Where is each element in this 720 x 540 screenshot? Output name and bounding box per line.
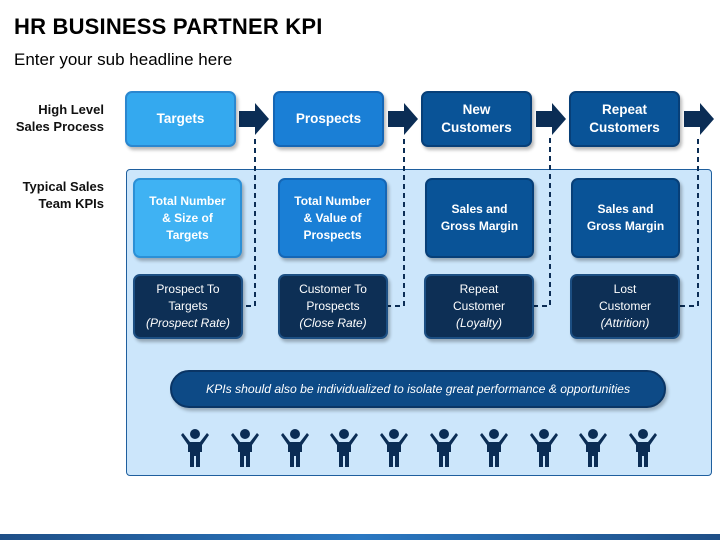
kpi-label: Gross Margin xyxy=(586,219,665,233)
row-label-line: Team KPIs xyxy=(38,196,104,211)
rate-metric-text: (Loyalty) xyxy=(455,316,502,330)
person-icon xyxy=(430,429,458,467)
arrow-right-icon xyxy=(536,103,566,135)
kpi-targets: Total Number & Size of Targets xyxy=(133,178,242,258)
stage-label: Customers xyxy=(589,120,660,135)
rate-label: Lost xyxy=(613,282,637,296)
kpi-label: Sales and xyxy=(597,202,654,216)
person-icon xyxy=(579,429,608,467)
stage-prospects: Prospects xyxy=(273,91,384,147)
stage-label: Repeat xyxy=(601,102,647,117)
row-label-line: Sales Process xyxy=(15,119,104,134)
kpi-label: Total Number xyxy=(149,193,226,208)
row-label-high-level: High Level Sales Process xyxy=(0,101,104,135)
kpi-label: Sales and xyxy=(451,202,508,216)
bottom-bar xyxy=(0,534,720,540)
kpi-label: Gross Margin xyxy=(440,219,519,233)
rate-prospect: Prospect To Targets (Prospect Rate) xyxy=(133,274,243,339)
stage-targets: Targets xyxy=(125,91,236,147)
kpi-label: & Value of xyxy=(303,210,362,225)
rate-loyalty: Repeat Customer (Loyalty) xyxy=(424,274,534,339)
connector-3 xyxy=(533,136,551,307)
row-label-typical-kpis: Typical Sales Team KPIs xyxy=(0,178,104,212)
kpi-label: & Size of xyxy=(162,210,213,225)
connector-4 xyxy=(680,136,699,307)
stage-label: Prospects xyxy=(295,111,362,126)
stage-new-customers: New Customers xyxy=(421,91,532,147)
row-label-line: Typical Sales xyxy=(22,179,104,194)
person-icon xyxy=(330,429,359,467)
kpi-new-customers: Sales and Gross Margin xyxy=(425,178,534,258)
person-icon xyxy=(380,429,409,467)
rate-label: Targets xyxy=(168,299,208,313)
rate-label: Prospects xyxy=(306,299,360,313)
stage-repeat-customers: Repeat Customers xyxy=(569,91,680,147)
arrow-right-icon xyxy=(388,103,418,135)
rate-metric-text: (Close Rate) xyxy=(299,316,367,330)
rate-label: Customer xyxy=(452,299,505,313)
kpi-note: KPIs should also be individualized to is… xyxy=(170,370,666,408)
person-icon xyxy=(230,429,259,467)
rate-attrition: Lost Customer (Attrition) xyxy=(570,274,680,339)
row-label-line: High Level xyxy=(38,102,104,117)
person-icon xyxy=(280,429,309,467)
page-title: HR BUSINESS PARTNER KPI xyxy=(14,14,323,39)
rate-label: Customer To xyxy=(299,282,367,296)
arrow-right-icon xyxy=(684,103,714,135)
rate-label: Repeat xyxy=(459,282,499,296)
rate-metric-text: (Attrition) xyxy=(600,316,650,330)
rate-label: Customer xyxy=(598,299,651,313)
person-icon xyxy=(629,429,658,467)
rate-metric-text: (Prospect Rate) xyxy=(145,316,231,330)
stage-label: Targets xyxy=(156,111,205,126)
connector-2 xyxy=(386,136,405,307)
rate-metric: (Loyalty) xyxy=(453,315,505,332)
kpi-label: Prospects xyxy=(303,227,362,242)
rate-metric: (Prospect Rate) xyxy=(146,315,230,332)
kpi-label: Total Number xyxy=(294,193,371,208)
arrow-right-icon xyxy=(239,103,269,135)
stage-label: New xyxy=(462,102,491,117)
kpi-repeat-customers: Sales and Gross Margin xyxy=(571,178,680,258)
connector-1 xyxy=(237,136,256,307)
person-icon xyxy=(529,429,558,467)
stage-label: Customers xyxy=(441,120,512,135)
person-icon xyxy=(479,429,508,467)
kpi-prospects: Total Number & Value of Prospects xyxy=(278,178,387,258)
kpi-label: Targets xyxy=(166,227,209,242)
page-subtitle: Enter your sub headline here xyxy=(14,50,233,69)
person-icon xyxy=(181,429,209,467)
rate-close: Customer To Prospects (Close Rate) xyxy=(278,274,388,339)
rate-label: Prospect To xyxy=(156,282,220,296)
rate-metric: (Attrition) xyxy=(599,315,651,332)
rate-metric: (Close Rate) xyxy=(299,315,367,332)
